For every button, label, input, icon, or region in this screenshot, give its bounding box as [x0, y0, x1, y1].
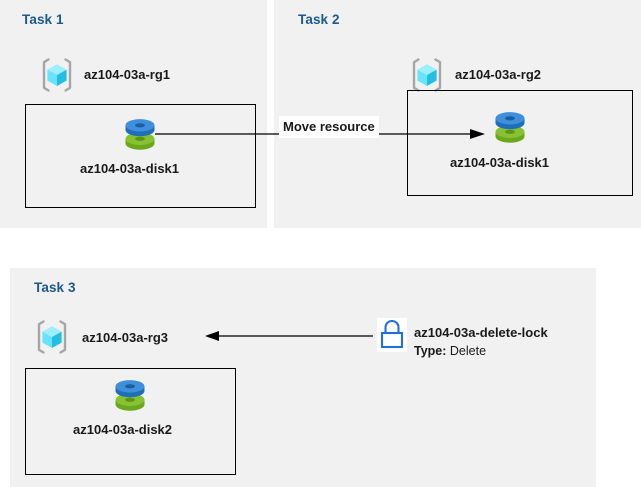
lock-type-value: Delete: [449, 344, 487, 358]
resource-box-2: [407, 90, 633, 196]
disk-icon: [110, 374, 150, 416]
task-panel-3: [10, 268, 596, 487]
lock-type-key: Type:: [414, 344, 447, 358]
task-2-title: Task 2: [298, 12, 340, 27]
task-panel-1: [0, 0, 267, 228]
resource-group-label-2: az104-03a-rg2: [455, 67, 541, 82]
resource-group-icon: [38, 56, 76, 94]
disk-icon: [120, 113, 160, 155]
resource-box-3: [25, 368, 236, 475]
disk-icon: [490, 106, 530, 148]
resource-group-icon: [408, 56, 446, 94]
lock-name-label: az104-03a-delete-lock: [414, 325, 548, 340]
resource-label-1: az104-03a-disk1: [80, 161, 180, 176]
task-panel-2: [274, 0, 641, 228]
resource-group-icon: [33, 318, 71, 356]
resource-box-1: [25, 104, 256, 208]
lock-arrow: [205, 327, 373, 345]
resource-label-3: az104-03a-disk2: [73, 422, 173, 437]
lock-icon: [377, 318, 407, 352]
resource-label-2: az104-03a-disk1: [450, 155, 550, 170]
move-resource-label: Move resource: [279, 116, 379, 138]
resource-group-label-3: az104-03a-rg3: [82, 330, 168, 345]
lock-type-row: Type: Delete: [414, 344, 486, 358]
task-1-title: Task 1: [22, 12, 64, 27]
task-3-title: Task 3: [34, 280, 76, 295]
resource-group-label-1: az104-03a-rg1: [84, 67, 170, 82]
